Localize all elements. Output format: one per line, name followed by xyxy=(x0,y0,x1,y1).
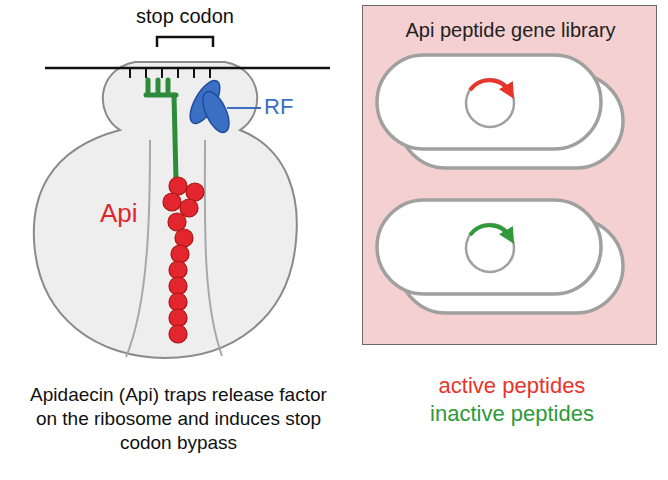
result-label: inactive peptides xyxy=(372,401,652,427)
box-heading: Api peptide gene library xyxy=(363,18,658,42)
result-label: active peptides xyxy=(372,373,652,399)
codon-bracket xyxy=(157,37,213,47)
ribosome-body xyxy=(34,62,297,358)
codon-label: stop codon xyxy=(110,4,260,28)
library-box: Api peptide gene library xyxy=(362,5,657,345)
peptide-label: Api xyxy=(100,198,190,229)
figure-caption: Apidaecin (Api) traps release factor on … xyxy=(26,383,331,455)
factor-label: RF xyxy=(264,94,308,120)
ribosome-shape: Api xyxy=(30,52,302,362)
ribosome-outline xyxy=(30,52,302,362)
